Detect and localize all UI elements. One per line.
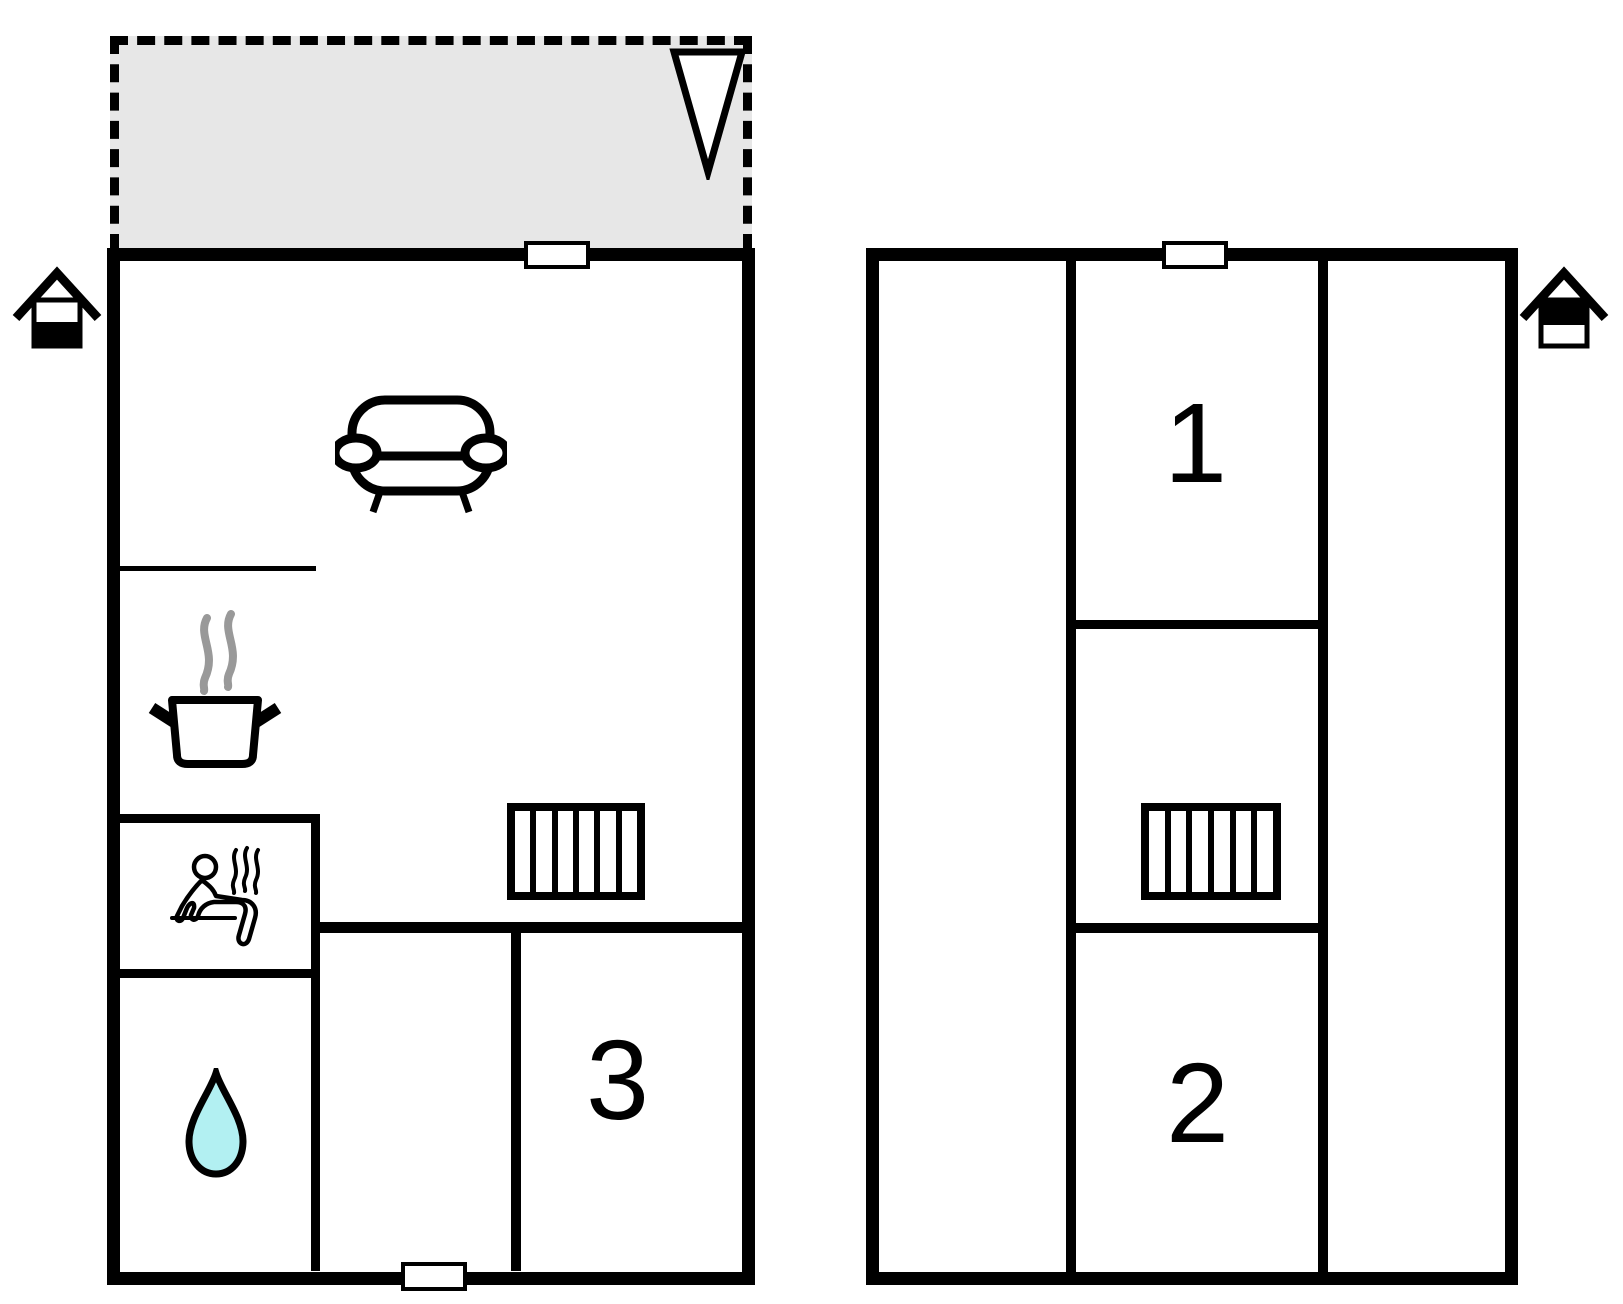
stair-step bbox=[515, 811, 537, 892]
stair-step bbox=[622, 811, 637, 892]
stair-step bbox=[600, 811, 622, 892]
cooking-pot-icon bbox=[148, 610, 282, 768]
stair-step bbox=[1257, 811, 1273, 892]
stair-step bbox=[1192, 811, 1215, 892]
upper-floor-door-marker bbox=[1162, 241, 1228, 269]
sofa-icon bbox=[335, 395, 507, 514]
house-upper-floor-icon bbox=[1519, 266, 1609, 349]
stair-step bbox=[1214, 811, 1236, 892]
terrace-door-marker bbox=[524, 241, 590, 269]
room-2-label: 2 bbox=[1166, 1040, 1229, 1166]
water-drop-icon bbox=[185, 1068, 247, 1178]
terrace-area bbox=[110, 36, 752, 252]
stairs-icon bbox=[1141, 803, 1281, 900]
sauna-column-right-wall bbox=[311, 814, 320, 1271]
stair-step bbox=[1236, 811, 1258, 892]
stair-step bbox=[536, 811, 558, 892]
sauna-room-bottom-wall bbox=[120, 969, 311, 978]
stair-step bbox=[1171, 811, 1193, 892]
room2-top-wall bbox=[1076, 923, 1318, 933]
kitchen-counter-line bbox=[120, 566, 316, 571]
sauna-room-top-wall bbox=[120, 814, 320, 823]
stairs-icon bbox=[507, 803, 645, 900]
stair-step bbox=[1149, 811, 1171, 892]
room-3-label: 3 bbox=[586, 1017, 649, 1143]
living-room-partition-wall bbox=[311, 922, 742, 933]
room-1-label: 1 bbox=[1164, 380, 1227, 506]
sauna-icon bbox=[170, 846, 260, 947]
upper-floor-outer-wall bbox=[866, 248, 1518, 1285]
house-ground-floor-icon bbox=[12, 266, 102, 349]
stair-step bbox=[558, 811, 579, 892]
ground-floor-outer-wall bbox=[107, 248, 755, 1285]
room1-bottom-wall bbox=[1076, 620, 1318, 629]
room3-left-wall bbox=[511, 930, 521, 1271]
upper-left-interior-wall bbox=[1066, 261, 1076, 1272]
north-arrow-icon bbox=[669, 48, 747, 180]
stair-step bbox=[579, 811, 601, 892]
upper-right-interior-wall bbox=[1318, 261, 1328, 1272]
ground-floor-entrance-door-marker bbox=[401, 1262, 467, 1291]
